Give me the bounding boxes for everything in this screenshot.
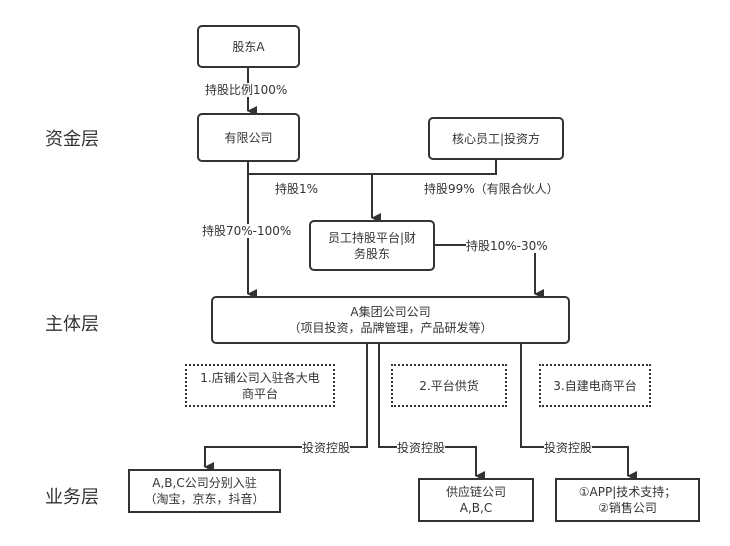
layer-label-entity: 主体层: [45, 314, 99, 335]
layer-label-capital: 资金层: [45, 129, 99, 150]
node-label-line1: 员工持股平台|财: [327, 230, 417, 245]
note-label-line2: 商平台: [241, 386, 278, 401]
node-label-line1: ①APP|技术支持；: [578, 485, 677, 499]
node-label-line2: A,B,C: [459, 501, 493, 515]
node-label: 核心员工|投资方: [451, 131, 541, 146]
edge-group-to-app: [520, 343, 637, 481]
edge-label-group-to-app: 投资控股: [544, 441, 593, 455]
node-label-line2: （淘宝，京东，抖音）: [144, 492, 265, 506]
edge-group-to-supply: [378, 343, 485, 481]
note-shop-entry: 1.店铺公司入驻各大电 商平台: [185, 364, 335, 407]
edge-limited-staff-link: [248, 160, 497, 175]
node-label: 股东A: [232, 39, 265, 54]
node-core-staff-investor[interactable]: 核心员工|投资方: [428, 117, 564, 160]
edge-label-limited-to-esop: 持股1%: [275, 182, 319, 196]
edge-label-a-to-limited: 持股比例100%: [205, 83, 288, 97]
node-esop-platform[interactable]: 员工持股平台|财 务股东: [309, 220, 435, 271]
node-label-line1: 供应链公司: [445, 485, 506, 499]
node-shareholder-a[interactable]: 股东A: [197, 25, 300, 68]
node-label: 有限公司: [224, 130, 273, 145]
note-platform-supply: 2.平台供货: [391, 364, 507, 407]
node-label-line2: ②销售公司: [598, 501, 657, 515]
layer-label-business: 业务层: [45, 487, 99, 508]
edge-label-group-to-supply: 投资控股: [397, 441, 446, 455]
node-label-line2: （项目投资，品牌管理，产品研发等）: [288, 321, 493, 335]
node-limited-company[interactable]: 有限公司: [197, 113, 300, 162]
node-label-line1: A,B,C公司分别入驻: [152, 476, 257, 490]
node-app-sales[interactable]: ①APP|技术支持； ②销售公司: [555, 478, 700, 522]
note-own-ecommerce: 3.自建电商平台: [539, 364, 651, 407]
note-label-line1: 1.店铺公司入驻各大电: [200, 370, 320, 385]
edge-label-staff-to-esop: 持股99%（有限合伙人）: [424, 182, 559, 196]
node-label-line2: 务股东: [353, 246, 390, 261]
node-shop-companies[interactable]: A,B,C公司分别入驻 （淘宝，京东，抖音）: [128, 469, 281, 513]
node-group-company[interactable]: A集团公司公司 （项目投资，品牌管理，产品研发等）: [211, 296, 570, 344]
note-label: 3.自建电商平台: [553, 378, 637, 393]
note-label: 2.平台供货: [419, 378, 479, 393]
node-label-line1: A集团公司公司: [350, 305, 431, 319]
node-supply-chain[interactable]: 供应链公司 A,B,C: [418, 478, 534, 522]
edge-label-esop-to-group: 持股10%-30%: [466, 239, 548, 253]
edge-group-to-shops: [204, 343, 368, 472]
edge-label-limited-to-group: 持股70%-100%: [202, 224, 292, 238]
edge-label-group-to-shops: 投资控股: [302, 441, 351, 455]
